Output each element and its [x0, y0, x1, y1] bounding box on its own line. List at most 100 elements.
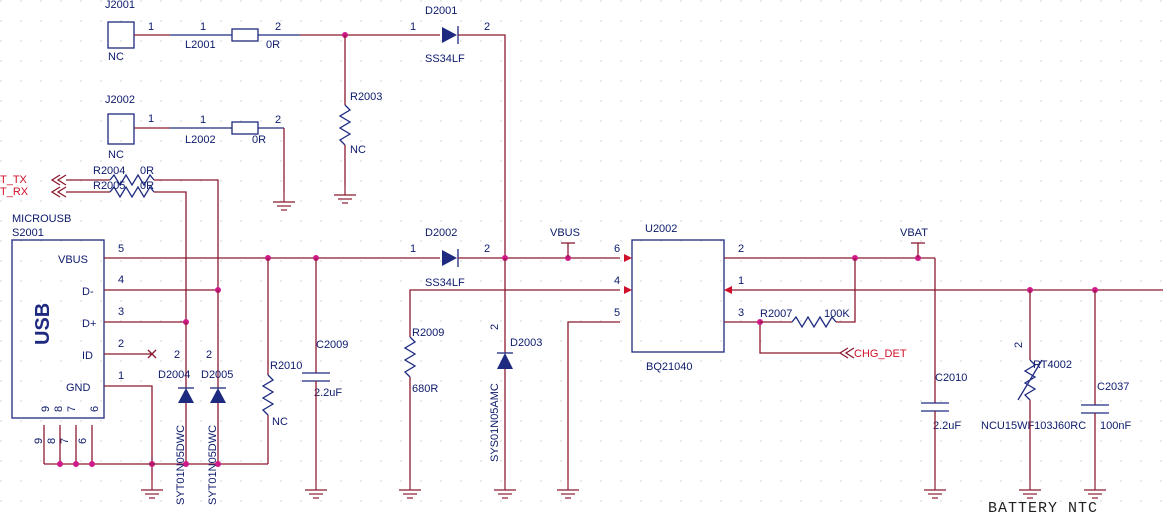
resistor-r2007: R2007 100K — [760, 308, 850, 329]
r2003-value: NC — [350, 144, 366, 156]
vbus-label: VBUS — [550, 227, 580, 239]
svg-text:VIN: VIN — [640, 252, 660, 266]
d2001-part: SS34LF — [425, 53, 465, 65]
r2007-value: 100K — [824, 308, 850, 320]
d2001-ref: D2001 — [425, 5, 457, 17]
svg-text:5: 5 — [614, 307, 620, 319]
connector-j2002: J2002 NC 1 — [105, 94, 154, 161]
d2003-ref: D2003 — [510, 337, 542, 349]
svg-text:2: 2 — [118, 338, 124, 350]
c2037-value: 100nF — [1100, 420, 1131, 432]
usb-name: MICROUSB — [12, 213, 71, 225]
diode-d2003: 2 D2003 SYS01N05AMC — [489, 324, 542, 462]
svg-text:2: 2 — [275, 21, 281, 33]
svg-text:2: 2 — [206, 349, 212, 361]
svg-text:3: 3 — [118, 306, 124, 318]
svg-text:6: 6 — [77, 438, 89, 444]
svg-text:2: 2 — [275, 114, 281, 126]
thermistor-rt4002: 2 RT4002 NCU15WF103J60RC — [981, 342, 1086, 432]
c2037-ref: C2037 — [1097, 381, 1129, 393]
svg-text:1: 1 — [200, 114, 206, 126]
d2004-ref: D2004 — [158, 369, 190, 381]
inductor-l2001: 1 2 L2001 0R — [170, 21, 300, 51]
j2001-value: NC — [108, 51, 124, 63]
d2005-part: SYT01N05DWC — [207, 425, 219, 505]
rx-label: T_RX — [0, 186, 29, 198]
svg-text:VOUT: VOUT — [678, 252, 712, 266]
svg-text:2: 2 — [484, 243, 490, 255]
svg-text:1: 1 — [738, 275, 744, 287]
svg-text:TS: TS — [700, 284, 715, 298]
vbus-port: VBUS — [550, 227, 580, 258]
d2002-ref: D2002 — [425, 227, 457, 239]
chg-det-label: CHG_DET — [854, 348, 907, 360]
rt4002-part: NCU15WF103J60RC — [981, 420, 1086, 432]
svg-text:4: 4 — [614, 275, 620, 287]
svg-text:ID: ID — [82, 350, 93, 362]
port-tx: T_TX — [0, 174, 67, 186]
svg-text:2: 2 — [489, 324, 501, 330]
r2010-ref: R2010 — [270, 360, 302, 372]
ic-part: BQ21040 — [646, 361, 692, 373]
resistor-r2004: R2004 0R — [93, 165, 155, 187]
j2001-ref: J2001 — [105, 0, 135, 11]
page-title: BATTERY NTC — [988, 500, 1098, 517]
diode-d2004: 2 D2004 SYT01N05DWC — [158, 349, 194, 505]
r2010-value: NC — [272, 416, 288, 428]
r2004-value: 0R — [140, 165, 154, 177]
r2005-value: 0R — [140, 180, 154, 192]
d2004-part: SYT01N05DWC — [175, 425, 187, 505]
usb-connector: MICROUSB S2001 USB VBUS D- D+ ID GND 5 4… — [11, 213, 124, 444]
resistor-r2009: R2009 680R — [403, 327, 444, 395]
port-chg-det: CHG_DET — [838, 347, 907, 360]
resistor-r2005: R2005 0R — [93, 180, 155, 199]
d2002-part: SS34LF — [425, 277, 465, 289]
svg-text:1: 1 — [410, 21, 416, 33]
diode-d2001: D2001 1 2 SS34LF — [410, 5, 490, 65]
svg-text:GND: GND — [640, 316, 667, 330]
l2001-ref: L2001 — [185, 39, 216, 51]
svg-text:2: 2 — [738, 243, 744, 255]
capacitor-c2009: C2009 2.2uF — [302, 339, 348, 399]
svg-text:D+: D+ — [82, 318, 96, 330]
r2007-ref: R2007 — [760, 308, 792, 320]
no-connect-marker — [147, 349, 157, 359]
svg-text:5: 5 — [118, 243, 124, 255]
tx-label: T_TX — [0, 174, 28, 186]
c2010-ref: C2010 — [935, 372, 967, 384]
rt4002-ref: RT4002 — [1033, 359, 1072, 371]
r2003-ref: R2003 — [350, 91, 382, 103]
r2009-ref: R2009 — [412, 327, 444, 339]
r2005-ref: R2005 — [93, 180, 125, 192]
svg-text:4: 4 — [118, 274, 124, 286]
diode-d2002: D2002 1 2 SS34LF — [410, 227, 490, 289]
svg-text:9: 9 — [40, 406, 52, 412]
svg-text:8: 8 — [46, 438, 58, 444]
svg-text:2: 2 — [174, 349, 180, 361]
j2001-pin: 1 — [148, 21, 154, 33]
svg-text:2: 2 — [484, 21, 490, 33]
r2009-value: 680R — [412, 383, 438, 395]
usb-ref: S2001 — [12, 227, 44, 239]
svg-text:GND: GND — [66, 382, 91, 394]
diode-d2005: 2 D2005 SYT01N05DWC — [201, 349, 233, 505]
svg-text:1: 1 — [200, 21, 206, 33]
d2005-ref: D2005 — [201, 369, 233, 381]
ic-ref: U2002 — [645, 223, 677, 235]
svg-text:1: 1 — [118, 370, 124, 382]
svg-text:VBUS: VBUS — [58, 254, 88, 266]
svg-text:6: 6 — [614, 243, 620, 255]
svg-text:6: 6 — [89, 406, 101, 412]
l2002-ref: L2002 — [185, 134, 216, 146]
svg-text:8: 8 — [53, 406, 65, 412]
svg-text:1: 1 — [410, 243, 416, 255]
connector-j2001: J2001 NC 1 — [105, 0, 154, 63]
c2010-value: 2.2uF — [933, 420, 961, 432]
c2009-value: 2.2uF — [314, 387, 342, 399]
j2002-ref: J2002 — [105, 94, 135, 106]
vbat-port: VBAT — [900, 227, 928, 258]
l2002-value: 0R — [252, 134, 266, 146]
r2004-ref: R2004 — [93, 165, 125, 177]
